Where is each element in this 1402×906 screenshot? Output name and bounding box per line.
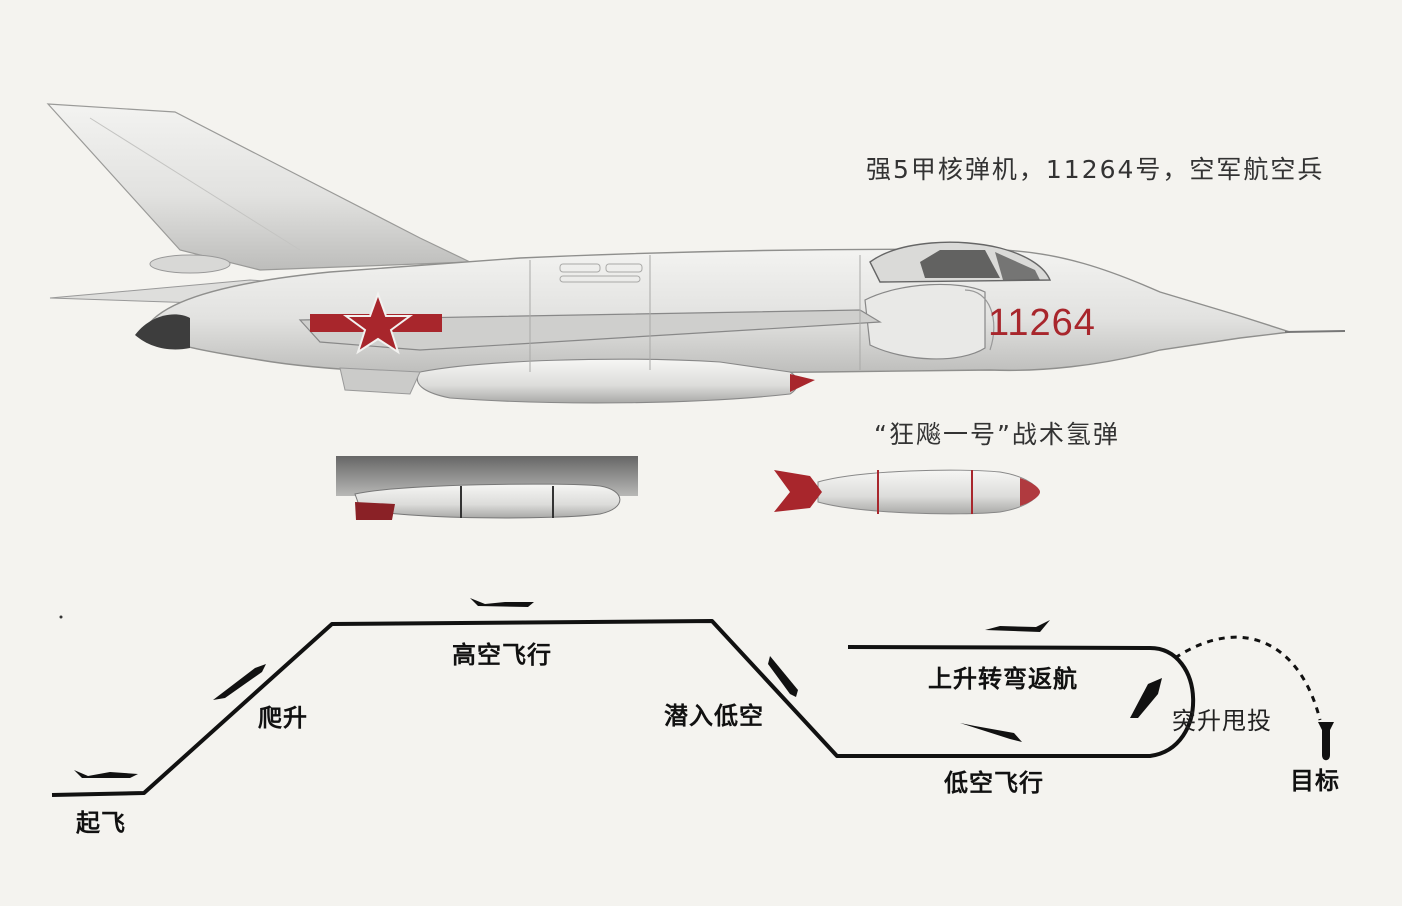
aircraft-silhouette-dive xyxy=(768,656,798,697)
label-high-altitude-flight: 高空飞行 xyxy=(452,641,552,669)
aircraft-silhouette-return xyxy=(985,620,1050,632)
aircraft-serial-number: 11264 xyxy=(988,302,1096,344)
aircraft-silhouette-takeoff xyxy=(74,770,138,778)
label-dive-low: 潜入低空 xyxy=(664,702,764,730)
aircraft-caption: 强5甲核弹机，11264号，空军航空兵 xyxy=(866,155,1325,184)
bomb-caption: “狂飚一号”战术氢弹 xyxy=(874,420,1120,449)
label-target: 目标 xyxy=(1290,767,1340,795)
label-takeoff: 起飞 xyxy=(76,809,126,837)
label-climb-turn-return: 上升转弯返航 xyxy=(928,665,1078,693)
toss-trajectory xyxy=(1174,635,1322,721)
speck xyxy=(59,615,63,619)
flight-path xyxy=(51,619,1196,797)
air-intake xyxy=(864,283,986,360)
label-low-altitude-flight: 低空飞行 xyxy=(944,769,1044,797)
pla-star-insignia xyxy=(310,291,442,355)
aircraft-silhouette-high xyxy=(470,598,534,607)
carried-store xyxy=(417,358,799,404)
label-climb: 爬升 xyxy=(258,704,308,732)
aircraft-silhouette-low xyxy=(960,723,1022,742)
aircraft-silhouette-climb xyxy=(213,664,266,700)
aircraft-silhouette-pullup xyxy=(1130,678,1162,718)
label-pull-up-toss: 突升甩投 xyxy=(1172,707,1272,735)
bomb-target-marker xyxy=(1318,722,1334,761)
hydrogen-bomb xyxy=(774,469,1040,515)
store-under-wing xyxy=(336,456,638,520)
